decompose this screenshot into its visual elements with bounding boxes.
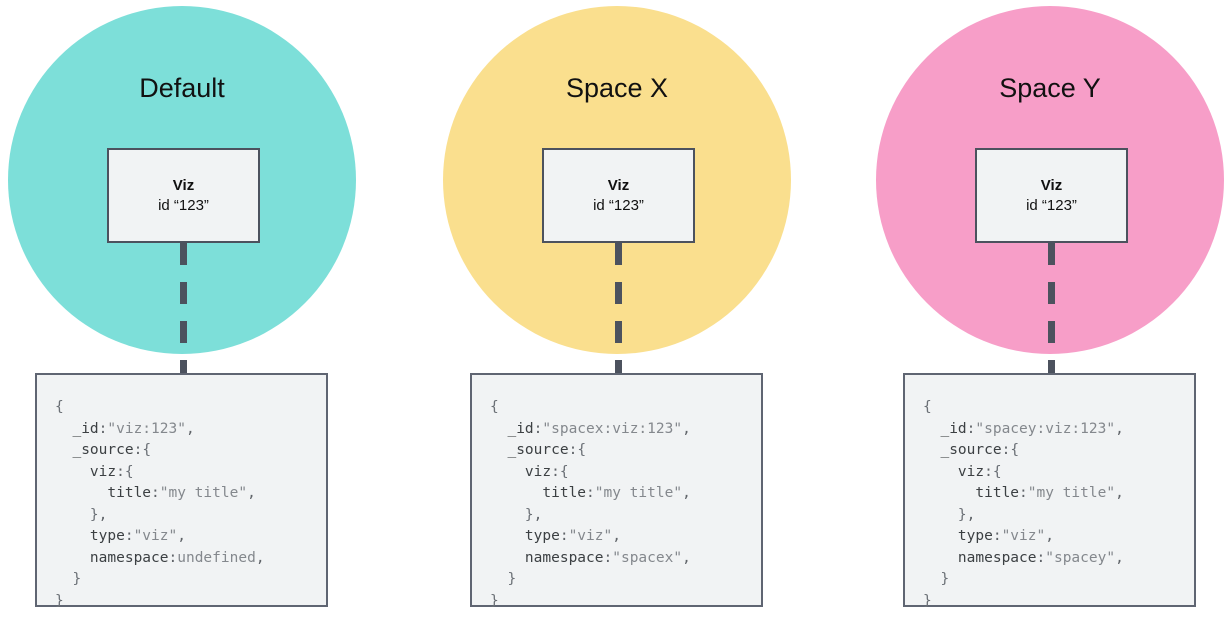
viz-box-spacey[interactable]: Viz id “123” (975, 148, 1128, 243)
connector-dash (180, 360, 187, 373)
space-title-default: Default (139, 73, 225, 103)
connector-dash (615, 282, 622, 304)
code-block-default: { _id:"viz:123", _source:{ viz:{ title:"… (35, 373, 328, 609)
connector-dash (1048, 360, 1055, 373)
connector-dash (180, 321, 187, 343)
connector-dash (1048, 321, 1055, 343)
viz-box-spacex[interactable]: Viz id “123” (542, 148, 695, 243)
connector-spacey (1048, 243, 1055, 373)
connector-dash (615, 321, 622, 343)
code-block-spacex: { _id:"spacex:viz:123", _source:{ viz:{ … (470, 373, 763, 609)
viz-box-title: Viz (607, 176, 630, 194)
code-content: { _id:"spacex:viz:123", _source:{ viz:{ … (490, 399, 691, 609)
connector-dash (180, 243, 187, 265)
viz-box-subtitle: id “123” (158, 196, 209, 214)
viz-box-subtitle: id “123” (593, 196, 644, 214)
code-block-spacey: { _id:"spacey:viz:123", _source:{ viz:{ … (903, 373, 1196, 609)
connector-dash (615, 243, 622, 265)
viz-box-title: Viz (172, 176, 195, 194)
connector-dash (615, 360, 622, 373)
viz-box-default[interactable]: Viz id “123” (107, 148, 260, 243)
connector-default (180, 243, 187, 373)
space-title-spacex: Space X (565, 73, 669, 103)
connector-dash (180, 282, 187, 304)
code-content: { _id:"viz:123", _source:{ viz:{ title:"… (55, 399, 265, 609)
code-content: { _id:"spacey:viz:123", _source:{ viz:{ … (923, 399, 1124, 609)
connector-spacex (615, 243, 622, 373)
connector-dash (1048, 282, 1055, 304)
space-title-spacey: Space Y (999, 73, 1101, 103)
connector-dash (1048, 243, 1055, 265)
viz-box-subtitle: id “123” (1026, 196, 1077, 214)
viz-box-title: Viz (1040, 176, 1063, 194)
